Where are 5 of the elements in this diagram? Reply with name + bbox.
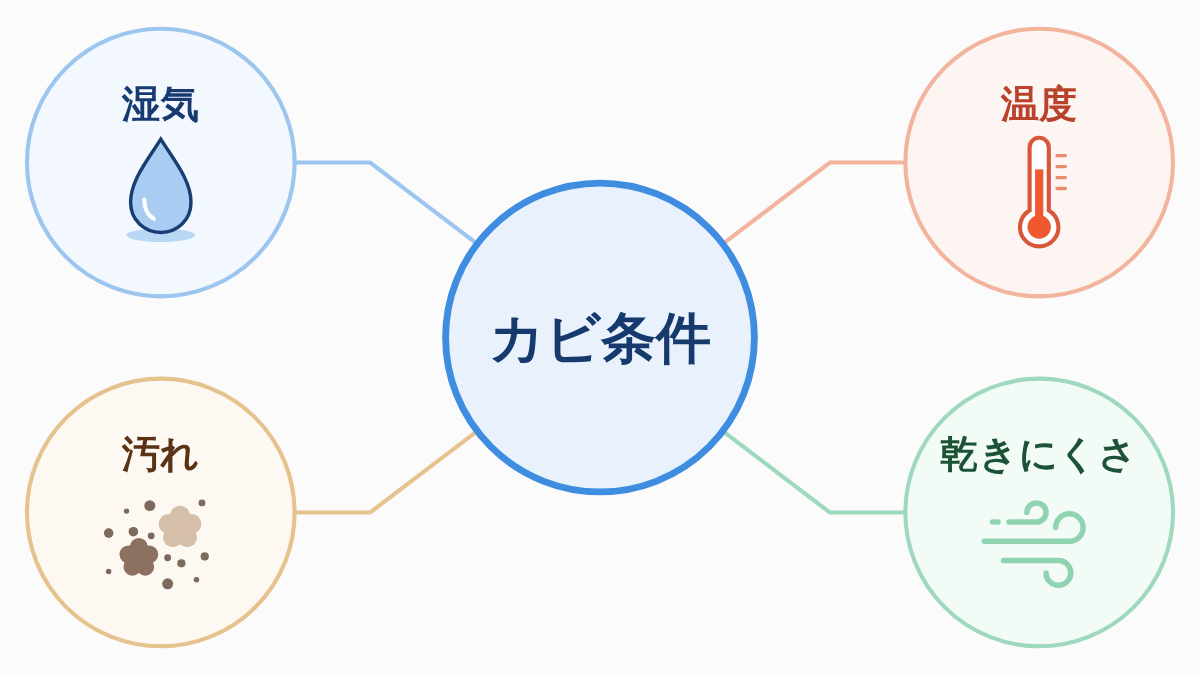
node-circle: カビ条件 (442, 179, 758, 496)
node-circle: 乾きにくさ (903, 376, 1176, 649)
node-circle: 温度 (903, 26, 1176, 299)
node-circle: 湿気 (24, 26, 297, 299)
node-circle: 汚れ (24, 376, 297, 649)
